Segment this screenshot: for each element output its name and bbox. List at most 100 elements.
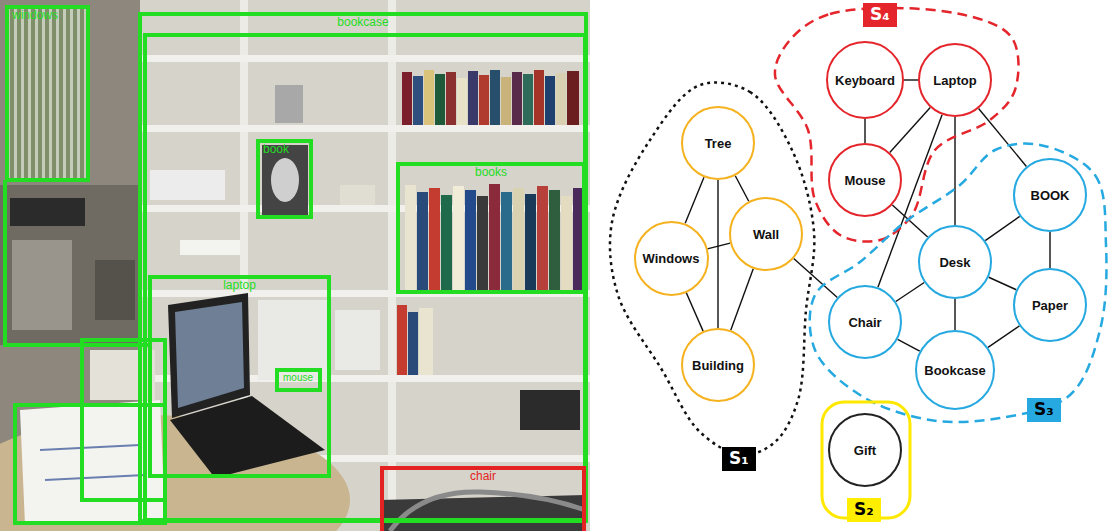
bookcase-picture	[140, 0, 590, 531]
books-picture	[453, 186, 464, 290]
side-desk	[95, 260, 135, 320]
relation-line	[954, 299, 955, 330]
bookcase-picture	[140, 0, 590, 531]
round-table	[45, 475, 145, 480]
concept-node: Tree	[681, 106, 755, 180]
detection-box: windows	[5, 5, 90, 182]
object-label: laptop	[223, 279, 256, 293]
bookcase-picture	[388, 0, 396, 531]
concept-node: Desk	[918, 225, 992, 299]
round-table	[40, 445, 140, 450]
books-picture	[419, 308, 433, 375]
books-picture	[525, 194, 536, 290]
laptop-picture	[175, 302, 244, 408]
books-picture	[537, 186, 548, 290]
relation-line	[735, 176, 748, 202]
books-picture	[441, 195, 452, 290]
detection-box: bookcase book books laptop mouse	[138, 12, 588, 523]
relation-line	[731, 269, 754, 331]
laptop-picture	[170, 396, 325, 478]
books-picture	[567, 71, 579, 125]
concept-node: Wall	[729, 197, 803, 271]
group-label: S₁	[722, 447, 756, 471]
shelf-items	[275, 85, 303, 123]
group-label: S₃	[1027, 398, 1061, 422]
bookcase-picture	[140, 125, 590, 132]
side-desk	[0, 185, 140, 345]
group-boundary	[775, 8, 1019, 242]
books-picture	[397, 305, 407, 375]
window-picture	[8, 8, 88, 180]
concept-node: Keyboard	[826, 41, 904, 119]
books-picture	[408, 312, 418, 375]
concept-node: Building	[681, 328, 755, 402]
books-picture	[534, 70, 544, 125]
group-boundary	[810, 144, 1107, 422]
relation-line	[794, 259, 838, 298]
books-picture	[501, 192, 512, 290]
relation-line	[1049, 232, 1050, 268]
object-label: bookcase	[337, 16, 388, 30]
detection-box: chair	[380, 466, 586, 531]
shelf-items	[150, 85, 580, 430]
node-label: Wall	[753, 227, 779, 242]
relation-line	[898, 339, 920, 351]
object-label: chair	[470, 470, 496, 484]
object-label: mouse	[283, 372, 313, 384]
shelf-items	[520, 390, 580, 430]
node-label: BOOK	[1031, 188, 1070, 203]
node-label: Mouse	[844, 173, 885, 188]
books-picture	[549, 190, 560, 290]
node-label: Gift	[854, 443, 876, 458]
books-picture	[561, 196, 572, 290]
books-picture	[465, 190, 476, 290]
books-picture	[435, 74, 445, 125]
books-picture	[429, 188, 440, 290]
relation-line	[904, 79, 918, 80]
node-label: Keyboard	[835, 73, 895, 88]
object-label: books	[475, 166, 507, 180]
side-desk	[10, 198, 85, 226]
relation-line	[890, 108, 930, 153]
books-picture	[424, 70, 434, 125]
books-picture	[545, 76, 555, 125]
books-picture	[446, 72, 456, 125]
books-picture	[397, 70, 583, 375]
concept-node: Windows	[634, 221, 709, 296]
shelf-items	[340, 185, 375, 205]
books-picture	[479, 75, 489, 125]
group-label: S₄	[863, 3, 897, 27]
group-outline: S₄ Keyboard LaptopMouse	[765, 3, 1025, 248]
relation-line	[954, 117, 955, 225]
relation-line	[707, 243, 730, 249]
node-label: Windows	[643, 251, 700, 266]
laptop-picture	[168, 293, 328, 478]
shelf-items	[335, 310, 380, 370]
concept-node: Chair	[828, 285, 902, 359]
concept-node: Mouse	[828, 143, 902, 217]
object-label: book	[263, 143, 289, 157]
group-boundary	[610, 82, 814, 455]
concept-node: Paper	[1013, 268, 1087, 342]
side-desk	[0, 185, 140, 345]
books-picture	[573, 188, 583, 290]
detection-frame	[15, 405, 165, 523]
relation-line	[717, 180, 718, 328]
detection-frame	[5, 35, 585, 523]
relation-line	[864, 119, 865, 143]
detection-box: mouse	[275, 368, 322, 392]
concept-node: Bookcase	[915, 330, 995, 410]
node-label: Bookcase	[924, 363, 985, 378]
books-picture	[417, 192, 428, 290]
detection-box: books	[396, 162, 586, 294]
chair-picture	[380, 492, 585, 531]
books-picture	[501, 77, 511, 125]
chair-picture	[390, 492, 585, 531]
detection-frame	[145, 35, 585, 520]
concept-node: Laptop	[918, 43, 992, 117]
relation-line	[896, 283, 924, 302]
group-label: S₂	[847, 498, 881, 522]
bookcase-picture	[140, 55, 590, 62]
books-picture	[523, 74, 533, 125]
